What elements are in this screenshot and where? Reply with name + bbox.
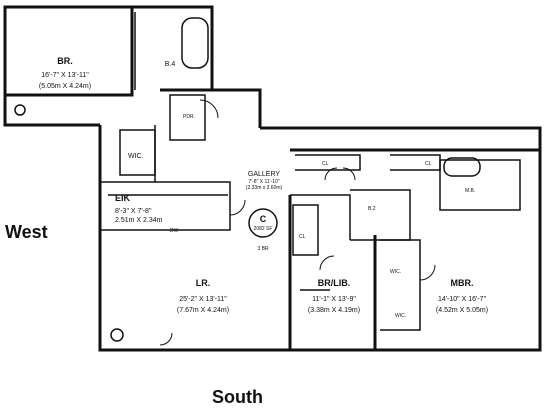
- pdr-label: PDR.: [183, 114, 195, 120]
- eik-dim-metric: 2.51m X 2.34m: [115, 217, 163, 224]
- wic-west-label: WIC.: [128, 153, 144, 160]
- closet-gallery-right-label: CL: [425, 161, 432, 167]
- closet-brlib-label: CL: [299, 234, 306, 240]
- brlib-name: BR/LIB.: [318, 278, 351, 288]
- br-name: BR.: [57, 56, 73, 66]
- doors: [159, 99, 436, 346]
- mbr-dim-metric: (4.52m X 5.05m): [436, 307, 488, 314]
- gallery-dim-metric: (2.33m x 3.60m): [246, 185, 283, 191]
- wic-mbr-bottom-label: WIC.: [395, 313, 406, 319]
- gallery-dim-imperial: 7'-8" X 11'-10": [248, 179, 279, 185]
- wic-mbr-top-label: WIC.: [390, 269, 401, 275]
- bath-b4-label: B.4: [165, 61, 176, 68]
- brlib-dim-metric: (3.38m X 4.19m): [308, 307, 360, 314]
- master-bath-label: M.B.: [465, 188, 475, 194]
- unit-sf: 2082 SF: [254, 226, 273, 232]
- unit-bedrooms: 3 BR: [257, 246, 269, 252]
- br-dim-metric: (5.05m X 4.24m): [39, 83, 91, 90]
- closet-gallery-left-label: CL: [322, 161, 329, 167]
- lr-dim-metric: (7.67m X 4.24m): [177, 307, 229, 314]
- interior-lines: [14, 12, 521, 342]
- mbr-dim-imperial: 14'-10" X 16'-7": [438, 296, 487, 303]
- west-label: West: [5, 222, 48, 242]
- walls: [3, 5, 542, 352]
- dw-label: DW: [170, 228, 179, 234]
- lr-name: LR.: [196, 278, 211, 288]
- south-label: South: [212, 387, 263, 407]
- gallery-name: GALLERY: [248, 171, 280, 178]
- bath-b2-label: B.2: [368, 206, 376, 212]
- eik-name: EIK: [115, 193, 131, 203]
- lr-dim-imperial: 25'-2" X 13'-11": [179, 296, 227, 303]
- unit-letter: C: [260, 214, 267, 224]
- brlib-dim-imperial: 11'-1" X 13'-9": [312, 296, 356, 303]
- eik-dim-imperial: 8'-3" X 7'-8": [115, 208, 152, 215]
- mbr-name: MBR.: [451, 278, 474, 288]
- br-dim-imperial: 16'-7" X 13'-11": [41, 72, 89, 79]
